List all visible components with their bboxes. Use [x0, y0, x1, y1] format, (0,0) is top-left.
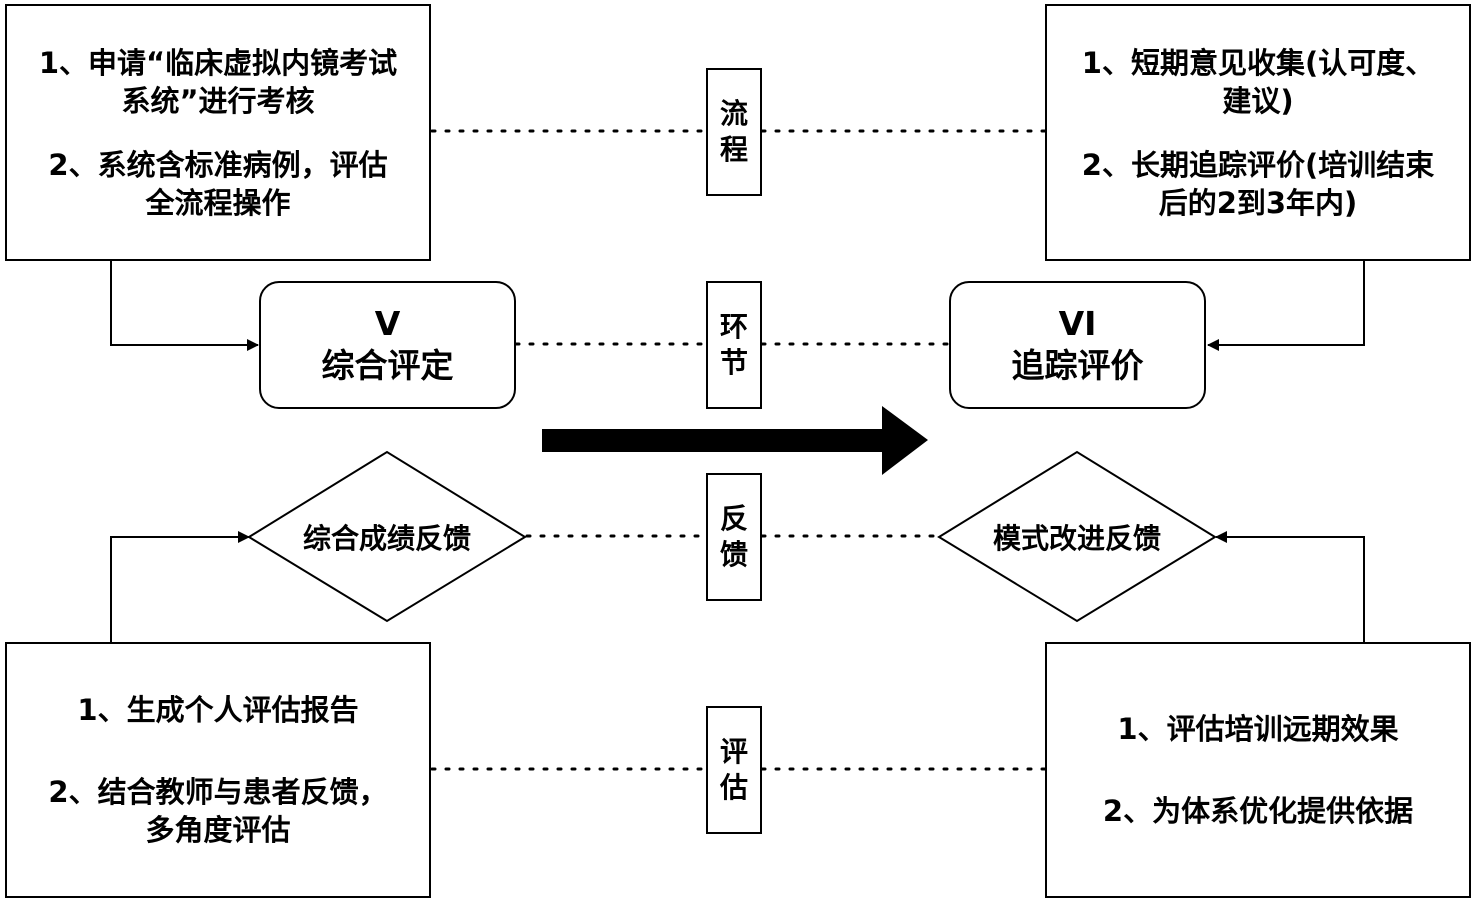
label-process-char-2: 程 — [719, 133, 748, 166]
label-feedback: 反 馈 — [706, 473, 762, 601]
bottom-left-line-2: 2、结合教师与患者反馈， — [48, 775, 388, 809]
connector-bottom-right-to-diamond — [1215, 531, 1365, 642]
top-right-line-1: 1、短期意见收集(认可度、 — [1081, 45, 1435, 80]
connector-bottom-left-to-diamond — [110, 531, 250, 642]
label-stage-char-2: 节 — [719, 346, 748, 379]
connector-top-left-to-stage — [110, 261, 259, 351]
stage-left-box: V 综合评定 — [259, 281, 516, 409]
diamond-right-shape — [937, 450, 1217, 623]
label-evaluation-char-1: 评 — [719, 735, 748, 768]
label-evaluation: 评 估 — [706, 706, 762, 834]
label-feedback-char-2: 馈 — [719, 538, 748, 571]
bottom-left-box: 1、生成个人评估报告 2、结合教师与患者反馈， 多角度评估 — [5, 642, 431, 898]
stage-right-title: 追踪评价 — [1011, 346, 1144, 385]
label-evaluation-char-2: 估 — [719, 771, 748, 804]
stage-right-box: VI 追踪评价 — [949, 281, 1206, 409]
bottom-right-box: 1、评估培训远期效果 2、为体系优化提供依据 — [1045, 642, 1471, 898]
top-right-box: 1、短期意见收集(认可度、 建议) 2、长期追踪评价(培训结束 后的2到3年内) — [1045, 4, 1471, 261]
diamond-left-shape — [247, 450, 527, 623]
stage-right-numeral: VI — [1058, 304, 1097, 343]
label-stage: 环 节 — [706, 281, 762, 409]
stage-left-numeral: V — [374, 304, 401, 343]
top-left-line-4: 全流程操作 — [145, 185, 291, 220]
bottom-right-line-1: 1、评估培训远期效果 — [1117, 712, 1399, 746]
diamond-right-text: 模式改进反馈 — [992, 522, 1162, 555]
top-left-box: 1、申请“临床虚拟内镜考试 系统”进行考核 2、系统含标准病例，评估 全流程操作 — [5, 4, 431, 261]
bottom-left-line-1: 1、生成个人评估报告 — [77, 693, 359, 727]
top-left-line-2: 系统”进行考核 — [121, 83, 315, 118]
label-process-char-1: 流 — [719, 97, 748, 130]
top-right-line-3: 2、长期追踪评价(培训结束 — [1081, 147, 1435, 182]
stage-left-title: 综合评定 — [321, 346, 454, 385]
top-right-line-4: 后的2到3年内) — [1158, 185, 1358, 220]
connector-top-right-to-stage — [1207, 261, 1365, 351]
bottom-left-line-3: 多角度评估 — [145, 813, 291, 847]
top-left-line-1: 1、申请“临床虚拟内镜考试 — [38, 45, 398, 80]
bottom-right-line-2: 2、为体系优化提供依据 — [1102, 794, 1414, 828]
top-left-line-3: 2、系统含标准病例，评估 — [48, 147, 388, 182]
big-right-arrow — [542, 406, 928, 475]
diamond-left-text: 综合成绩反馈 — [302, 522, 472, 555]
label-process: 流 程 — [706, 68, 762, 196]
label-feedback-char-1: 反 — [719, 502, 748, 535]
label-stage-char-1: 环 — [719, 310, 748, 343]
top-right-line-2: 建议) — [1222, 83, 1294, 118]
